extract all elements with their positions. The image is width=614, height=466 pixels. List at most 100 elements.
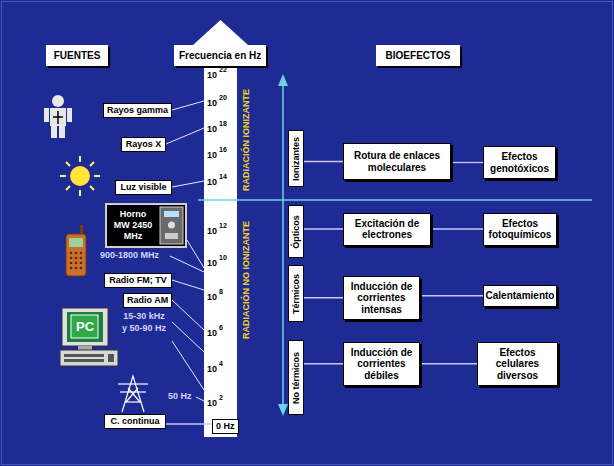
exponent-power: 4: [219, 360, 223, 367]
phone-key: [75, 262, 78, 265]
box-text: Excitación de electrones: [348, 218, 426, 241]
exponent-base: 10: [207, 70, 217, 80]
source-box: Rayos gamma: [103, 103, 172, 118]
category-box: Ópticos: [288, 205, 304, 258]
phone-key: [80, 267, 83, 270]
source-box: Radio FM; TV: [104, 273, 172, 288]
icon-label: PC: [76, 319, 94, 334]
box-text: Luz visible: [120, 182, 166, 193]
effect-box: Efectos fotoquímicos: [483, 213, 557, 246]
exponent-base: 10: [207, 124, 217, 134]
mechanism-box: Rotura de enlaces moleculares: [343, 143, 451, 180]
phone-key: [75, 257, 78, 260]
person-icon: [44, 95, 72, 138]
leader-line: [172, 280, 204, 290]
pc-logo-box: [71, 315, 98, 338]
phone-key: [75, 267, 78, 270]
phone-key: [75, 252, 78, 255]
sun-ray: [79, 190, 81, 196]
box-text: BIOEFECTOS: [386, 50, 451, 62]
mechanism-box: Excitación de electrones: [343, 213, 431, 246]
exponent-base: 10: [207, 98, 217, 108]
pylon-icon: [118, 376, 148, 412]
leader-line: [170, 256, 204, 272]
sun-ray: [90, 186, 94, 190]
box-text: Rotura de enlaces moleculares: [348, 150, 446, 173]
leader-line: [187, 240, 204, 268]
pylon-brace: [128, 388, 140, 402]
box-text: Rayos gamma: [107, 105, 168, 116]
sun-ray: [90, 162, 94, 166]
phone-key: [80, 262, 83, 265]
oven-body: [105, 203, 187, 248]
leader-line: [172, 341, 204, 390]
box-text: Calentamiento: [486, 290, 555, 302]
frequency-bar: [193, 20, 248, 437]
person-leg: [59, 126, 65, 138]
effect-box: Efectos genotóxicos: [483, 146, 556, 179]
connector-line: [304, 363, 343, 364]
phone-key: [70, 257, 73, 260]
sun-ray: [66, 186, 70, 190]
arrow-head: [278, 404, 288, 416]
person-body: [50, 108, 66, 126]
frequency-label: 900-1800 MHz: [100, 250, 159, 260]
sun-disc: [70, 166, 90, 186]
box-text: Ópticos: [291, 215, 301, 249]
mechanism-box: Inducción de corrientes intensas: [343, 276, 420, 321]
person-leg: [51, 126, 57, 138]
exponent-base: 10: [207, 177, 217, 187]
region-label: RADIACIÓN IONIZANTE: [241, 89, 251, 191]
phone-key: [70, 262, 73, 265]
box-text: No térmicos: [291, 351, 301, 403]
pylon-brace: [126, 388, 138, 402]
zero-box: 0 Hz: [212, 419, 239, 434]
source-box: C. continua: [104, 414, 166, 429]
connector-line: [304, 228, 343, 229]
connector-line: [420, 363, 477, 364]
source-box: Luz visible: [115, 180, 172, 195]
exponent-base: 10: [207, 364, 217, 374]
leader-line: [172, 181, 204, 187]
pylon-arm: [118, 383, 148, 384]
sun-ray: [66, 162, 70, 166]
phone-icon: [66, 225, 86, 276]
pc-button: [108, 354, 114, 362]
category-box: Térmicos: [288, 265, 304, 322]
arrow-head: [278, 74, 288, 86]
exponent-base: 10: [207, 292, 217, 302]
box-text: Frecuencia en Hz: [179, 50, 261, 62]
connector-line: [420, 295, 483, 296]
pylon-brace: [125, 401, 141, 402]
sun-ray: [60, 175, 66, 177]
box-text: Ionizantes: [291, 136, 301, 180]
mechanism-box: Inducción de corrientes débiles: [343, 342, 420, 387]
box-text: Efectos genotóxicos: [488, 151, 551, 174]
pc-slot: [64, 359, 104, 362]
range-arrow: [282, 84, 284, 406]
column-header: Frecuencia en Hz: [174, 45, 266, 66]
exponent-base: 10: [207, 226, 217, 236]
category-box: Ionizantes: [288, 130, 304, 187]
pc-screen: [67, 312, 103, 342]
box-text: FUENTES: [54, 50, 101, 62]
leader-line: [166, 128, 204, 144]
source-box: Radio AM: [123, 293, 172, 308]
box-text: Efectos celulares diversos: [482, 347, 553, 382]
effect-box: Efectos celulares diversos: [477, 342, 558, 387]
connector-line: [451, 162, 483, 163]
region-label: RADIACIÓN NO IONIZANTE: [241, 221, 251, 339]
box-text: Inducción de corrientes débiles: [348, 347, 415, 382]
oven-icon: [105, 203, 187, 248]
phone-key: [80, 252, 83, 255]
exponent-power: 2: [219, 394, 223, 401]
oven-panel: [160, 207, 183, 244]
phone-keypad: [70, 252, 83, 270]
exponent-base: 10: [207, 258, 217, 268]
sun-ray: [79, 156, 81, 162]
column-header: BIOEFECTOS: [376, 45, 460, 66]
person-mark: [53, 116, 63, 118]
exponent-power: 10: [219, 254, 227, 261]
box-text: Rayos X: [126, 139, 162, 150]
